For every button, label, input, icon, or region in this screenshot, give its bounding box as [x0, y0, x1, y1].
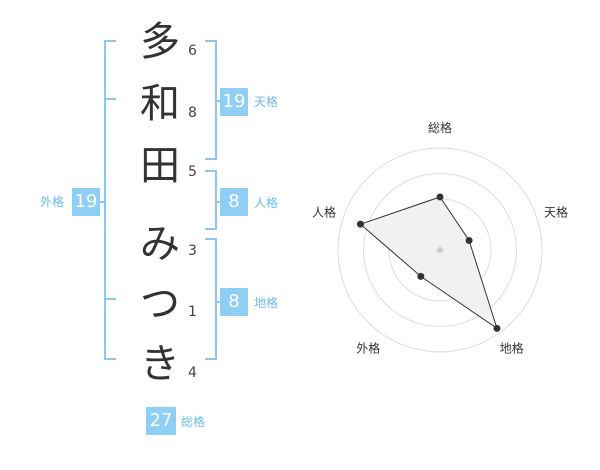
stroke-count-1: 6	[188, 43, 197, 59]
radar-chart: 総格 天格 地格 外格 人格	[312, 120, 568, 356]
radar-point	[417, 272, 425, 280]
name-char-6: き	[140, 341, 180, 387]
jinkaku-bracket-vertical	[215, 170, 217, 230]
radar-point	[356, 220, 364, 228]
radar-area	[359, 196, 498, 330]
stroke-count-4: 3	[188, 243, 197, 259]
tenkaku-value-badge: 19	[220, 88, 248, 116]
name-char-1: 多	[140, 19, 180, 65]
radar-axis-label-soukaku: 総格	[428, 120, 452, 135]
soukaku-value-badge: 27	[146, 407, 176, 435]
jinkaku-bracket-connector	[217, 201, 221, 203]
gaikaku-value-badge: 19	[72, 188, 100, 216]
name-char-5: つ	[140, 281, 180, 327]
chikaku-bracket-vertical	[215, 238, 217, 360]
jinkaku-value-badge: 8	[220, 188, 248, 216]
radar-point	[436, 193, 444, 201]
radar-axis-label-tenkaku: 天格	[544, 204, 568, 219]
gaikaku-bracket-tick-bottom	[104, 358, 116, 360]
gaikaku-bracket-tick-mid2	[104, 298, 116, 300]
radar-axis-label-jinkaku: 人格	[312, 204, 336, 219]
tenkaku-bracket-connector	[217, 100, 221, 102]
soukaku-label: 総格	[181, 415, 206, 429]
tenkaku-bracket-bottom	[205, 158, 217, 160]
jinkaku-label: 人格	[254, 196, 279, 210]
chikaku-bracket-bottom	[205, 358, 217, 360]
gaikaku-bracket-tick-mid1	[104, 98, 116, 100]
radar-point	[465, 237, 473, 245]
name-char-4: み	[140, 221, 180, 267]
chikaku-bracket-connector	[217, 301, 221, 303]
radar-axis-label-chikaku: 地格	[500, 341, 524, 356]
tenkaku-bracket-vertical	[215, 40, 217, 160]
name-char-2: 和	[140, 81, 180, 127]
name-char-3: 田	[140, 143, 180, 189]
jinkaku-bracket-top	[205, 170, 217, 172]
stroke-count-3: 5	[188, 164, 197, 180]
stroke-count-5: 1	[188, 304, 197, 320]
gaikaku-bracket-vertical	[104, 40, 106, 360]
tenkaku-bracket-top	[205, 40, 217, 42]
radar-point	[493, 324, 501, 332]
jinkaku-bracket-bottom	[205, 228, 217, 230]
chikaku-label: 地格	[254, 296, 279, 310]
radar-axis-label-gaikaku: 外格	[356, 341, 380, 356]
radar-grid-ring	[337, 147, 543, 353]
chikaku-bracket-top	[205, 238, 217, 240]
gaikaku-bracket-connector	[98, 201, 104, 203]
radar-center-dot	[437, 247, 443, 253]
radar-grid-ring	[363, 173, 517, 327]
tenkaku-label: 天格	[254, 95, 279, 109]
gaikaku-bracket-tick-top	[104, 40, 116, 42]
chikaku-value-badge: 8	[220, 288, 248, 316]
stroke-count-6: 4	[188, 365, 197, 381]
gaikaku-label: 外格	[40, 195, 65, 209]
stroke-count-2: 8	[188, 105, 197, 121]
